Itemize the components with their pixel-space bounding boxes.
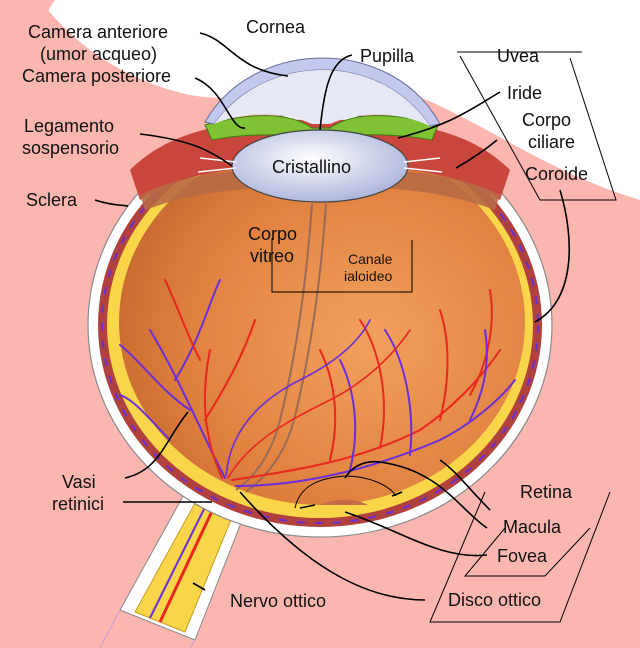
label-cornea: Cornea xyxy=(246,17,306,37)
label-nervo-ottico: Nervo ottico xyxy=(230,591,326,611)
label-cristallino: Cristallino xyxy=(272,157,351,177)
label-umor-acqueo: (umor acqueo) xyxy=(40,44,157,64)
vitreous-body xyxy=(119,139,525,505)
label-iride: Iride xyxy=(507,83,542,103)
label-macula: Macula xyxy=(503,517,562,537)
label-corpo-vitreo-2: vitreo xyxy=(250,246,294,266)
label-sospensorio: sospensorio xyxy=(22,138,119,158)
label-camera-anteriore: Camera anteriore xyxy=(28,22,168,42)
label-sclera: Sclera xyxy=(26,190,78,210)
label-vasi: Vasi xyxy=(62,472,96,492)
label-camera-posteriore: Camera posteriore xyxy=(22,66,171,86)
label-canale: Canale xyxy=(348,251,393,267)
label-fovea: Fovea xyxy=(497,546,548,566)
label-corpo-ciliare-2: ciliare xyxy=(528,132,575,152)
label-corpo-ciliare-1: Corpo xyxy=(522,110,571,130)
label-retina: Retina xyxy=(520,482,573,502)
anterior-chamber xyxy=(214,70,430,126)
label-pupilla: Pupilla xyxy=(360,46,415,66)
tissue-top-left xyxy=(0,0,55,80)
leader-lines xyxy=(94,32,571,601)
retinal-vessels xyxy=(119,279,516,487)
label-retinici: retinici xyxy=(52,494,104,514)
hyaloid-canal xyxy=(235,203,313,491)
label-uvea: Uvea xyxy=(497,46,540,66)
macula-region xyxy=(320,499,368,505)
label-corpo-vitreo-1: Corpo xyxy=(248,224,297,244)
label-legamento: Legamento xyxy=(24,116,114,136)
brackets xyxy=(271,51,617,623)
label-ialoideo: ialoideo xyxy=(344,268,392,284)
label-disco-ottico: Disco ottico xyxy=(448,590,541,610)
label-coroide: Coroide xyxy=(525,164,588,184)
